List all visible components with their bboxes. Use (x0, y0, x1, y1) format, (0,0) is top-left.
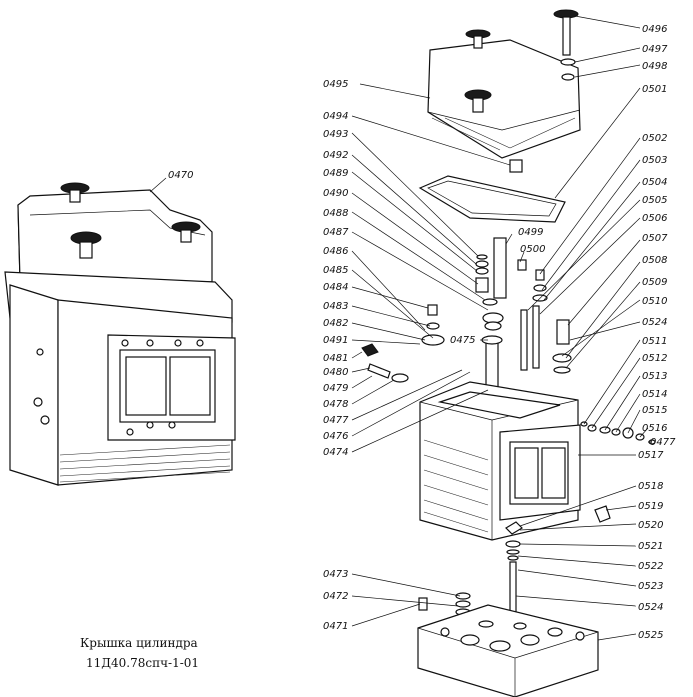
part-label-0484: 0484 (323, 282, 348, 293)
part-label-0494: 0494 (323, 111, 348, 122)
part-label-0486: 0486 (323, 246, 348, 257)
part-label-0495: 0495 (323, 79, 348, 90)
part-label-0509: 0509 (642, 277, 667, 288)
part-label-0517: 0517 (638, 450, 664, 461)
part-label-0490: 0490 (323, 188, 348, 199)
part-label-0518: 0518 (638, 481, 663, 492)
part-label-0513: 0513 (642, 371, 667, 382)
part-label-0503: 0503 (642, 155, 667, 166)
part-label-0487: 0487 (323, 227, 349, 238)
part-label-0519: 0519 (638, 501, 663, 512)
assembled-cover-illustration (4, 177, 236, 486)
caption-code: 11Д40.78спч-1-01 (86, 656, 200, 670)
part-label-0500: 0500 (520, 244, 545, 255)
part-label-0508: 0508 (642, 255, 667, 266)
part-label-0472: 0472 (323, 591, 348, 602)
part-label-0479: 0479 (323, 383, 348, 394)
part-label-0471: 0471 (323, 621, 348, 632)
part-label-0485: 0485 (323, 265, 348, 276)
part-label-0504: 0504 (642, 177, 667, 188)
part-label-0475: 0475 (450, 335, 475, 346)
part-label-0491: 0491 (323, 335, 348, 346)
part-label-0473: 0473 (323, 569, 348, 580)
part-label-0489: 0489 (323, 168, 348, 179)
part-label-0522: 0522 (638, 561, 663, 572)
part-label-0520: 0520 (638, 520, 663, 531)
cover-knob (70, 231, 102, 259)
part-label-0497: 0497 (642, 44, 668, 55)
part-label-0481: 0481 (323, 353, 348, 364)
part-label-0523: 0523 (638, 581, 663, 592)
part-label-0493: 0493 (323, 129, 348, 140)
part-label-0478: 0478 (323, 399, 348, 410)
part-label-0524: 0524 (638, 602, 663, 613)
part-label-0496: 0496 (642, 24, 667, 35)
cover-knob (60, 182, 90, 203)
part-label-0474: 0474 (323, 447, 348, 458)
head-fins (423, 439, 489, 533)
caption-title: Крышка цилиндра (80, 636, 198, 650)
part-label-0498: 0498 (642, 61, 667, 72)
part-label-0477: 0477 (650, 437, 676, 448)
part-label-0505: 0505 (642, 195, 667, 206)
part-label-0510: 0510 (642, 296, 667, 307)
part-label-0488: 0488 (323, 208, 348, 219)
part-label-0514: 0514 (642, 389, 667, 400)
part-label-0516: 0516 (642, 423, 667, 434)
part-label-0525: 0525 (638, 630, 663, 641)
part-label-0524: 0524 (642, 317, 667, 328)
part-labels: 0470 0496 0497 0498 0495 0501 0494 0493 … (168, 24, 676, 641)
part-label-0512: 0512 (642, 353, 667, 364)
cover-knob (171, 221, 201, 243)
part-label-0506: 0506 (642, 213, 667, 224)
cover-fins (431, 117, 576, 151)
part-label-0492: 0492 (323, 150, 348, 161)
assembled-body-fins (59, 444, 231, 483)
leader-lines (351, 15, 652, 641)
part-label-0476: 0476 (323, 431, 348, 442)
part-label-0515: 0515 (642, 405, 667, 416)
part-label-0502: 0502 (642, 133, 667, 144)
exploded-parts-illustration (361, 9, 656, 697)
part-label-0482: 0482 (323, 318, 348, 329)
part-label-0511: 0511 (642, 336, 667, 347)
part-label-0470: 0470 (168, 170, 193, 181)
part-label-0499: 0499 (518, 227, 543, 238)
part-label-0521: 0521 (638, 541, 663, 552)
part-label-0477: 0477 (323, 415, 349, 426)
part-label-0501: 0501 (642, 84, 667, 95)
part-label-0480: 0480 (323, 367, 348, 378)
part-label-0507: 0507 (642, 233, 668, 244)
part-label-0483: 0483 (323, 301, 348, 312)
